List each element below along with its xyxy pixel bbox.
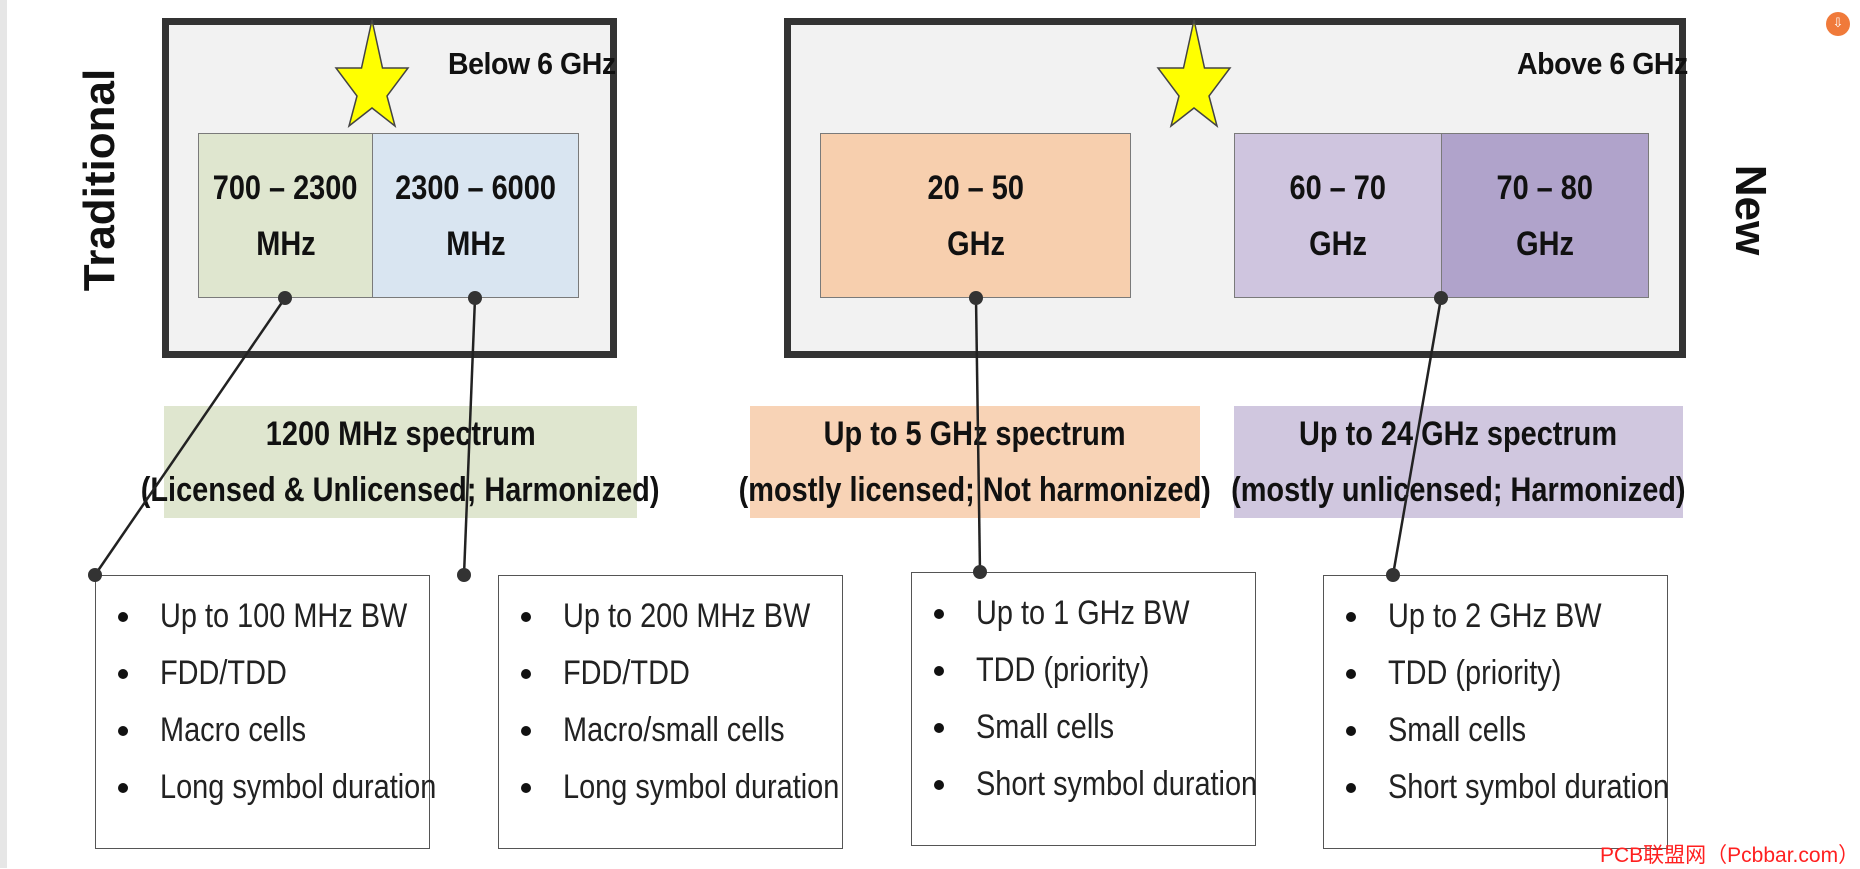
band-label-line2: GHz xyxy=(946,224,1005,263)
spectrum-title: Up to 24 GHz spectrum xyxy=(1299,415,1618,453)
left-edge-strip xyxy=(0,0,7,868)
list-item: Macro cells xyxy=(108,702,429,759)
list-item: Short symbol duration xyxy=(924,756,1257,813)
feature-card-700-2300mhz: Up to 100 MHz BW FDD/TDD Macro cells Lon… xyxy=(95,575,436,849)
bullet-icon xyxy=(521,783,531,793)
band-label-line1: 60 – 70 xyxy=(1289,168,1387,207)
band-label-line2: GHz xyxy=(1309,224,1367,263)
bullet-icon xyxy=(934,609,944,619)
band-label-line1: 700 – 2300 xyxy=(213,168,358,207)
band-2300-6000-mhz: 2300 – 6000 MHz xyxy=(372,133,579,298)
band-20-50-ghz: 20 – 50 GHz xyxy=(820,133,1131,298)
feature-card-60-80ghz: Up to 2 GHz BW TDD (priority) Small cell… xyxy=(1323,575,1669,849)
spectrum-subtitle: (mostly unlicensed; Harmonized) xyxy=(1231,471,1686,509)
list-item: Small cells xyxy=(1336,702,1667,759)
list-item: Up to 2 GHz BW xyxy=(1336,588,1667,645)
bullet-icon xyxy=(521,612,531,622)
bullet-icon xyxy=(118,669,128,679)
traditional-label: Traditional xyxy=(75,68,124,292)
list-item: Up to 100 MHz BW xyxy=(108,588,429,645)
spectrum-bar-below-6ghz: 1200 MHz spectrum (Licensed & Unlicensed… xyxy=(141,406,660,518)
band-label-line1: 70 – 80 xyxy=(1496,168,1594,207)
band-label-line2: MHz xyxy=(445,224,506,263)
corner-badge-icon[interactable]: ⇩ xyxy=(1826,12,1850,36)
star-icon xyxy=(1156,19,1232,128)
list-item: FDD/TDD xyxy=(108,645,429,702)
band-label-line2: MHz xyxy=(255,224,316,263)
bullet-icon xyxy=(118,612,128,622)
bullet-icon xyxy=(934,780,944,790)
bullet-icon xyxy=(118,783,128,793)
new-label: New xyxy=(1726,164,1775,256)
star-icon xyxy=(334,19,410,128)
list-item: Up to 200 MHz BW xyxy=(511,588,842,645)
band-700-2300-mhz: 700 – 2300 MHz xyxy=(198,133,373,298)
feature-card-2300-6000mhz: Up to 200 MHz BW FDD/TDD Macro/small cel… xyxy=(498,575,843,849)
connector-dot xyxy=(457,568,471,582)
above-6ghz-title: Above 6 GHz xyxy=(1517,46,1688,81)
bullet-icon xyxy=(1346,726,1356,736)
bullet-icon xyxy=(1346,612,1356,622)
bullet-icon xyxy=(1346,783,1356,793)
watermark: PCB联盟网（Pcbbar.com） xyxy=(1600,844,1860,867)
spectrum-bar-20-50ghz: Up to 5 GHz spectrum (mostly licensed; N… xyxy=(739,406,1211,518)
list-item: Short symbol duration xyxy=(1336,759,1669,816)
bullet-icon xyxy=(118,726,128,736)
spectrum-subtitle: (mostly licensed; Not harmonized) xyxy=(738,471,1212,509)
band-label-line1: 2300 – 6000 xyxy=(395,168,556,207)
list-item: TDD (priority) xyxy=(1336,645,1667,702)
spectrum-title: 1200 MHz spectrum xyxy=(265,415,536,453)
band-60-70-ghz: 60 – 70 GHz xyxy=(1234,133,1442,298)
list-item: Macro/small cells xyxy=(511,702,842,759)
band-label-line1: 20 – 50 xyxy=(927,168,1024,207)
spectrum-bar-60-80ghz: Up to 24 GHz spectrum (mostly unlicensed… xyxy=(1231,406,1686,518)
list-item: Small cells xyxy=(924,699,1255,756)
bullet-icon xyxy=(1346,669,1356,679)
bullet-icon xyxy=(934,723,944,733)
list-item: Up to 1 GHz BW xyxy=(924,585,1255,642)
list-item: Long symbol duration xyxy=(511,759,842,816)
spectrum-subtitle: (Licensed & Unlicensed; Harmonized) xyxy=(141,471,660,509)
feature-card-20-50ghz: Up to 1 GHz BW TDD (priority) Small cell… xyxy=(911,572,1257,846)
bullet-icon xyxy=(521,726,531,736)
list-item: FDD/TDD xyxy=(511,645,842,702)
band-label-line2: GHz xyxy=(1516,224,1574,263)
list-item: TDD (priority) xyxy=(924,642,1255,699)
list-item: Long symbol duration xyxy=(108,759,436,816)
spectrum-title: Up to 5 GHz spectrum xyxy=(824,415,1126,453)
bullet-icon xyxy=(934,666,944,676)
bullet-icon xyxy=(521,669,531,679)
band-70-80-ghz: 70 – 80 GHz xyxy=(1441,133,1649,298)
below-6ghz-title: Below 6 GHz xyxy=(448,46,616,81)
